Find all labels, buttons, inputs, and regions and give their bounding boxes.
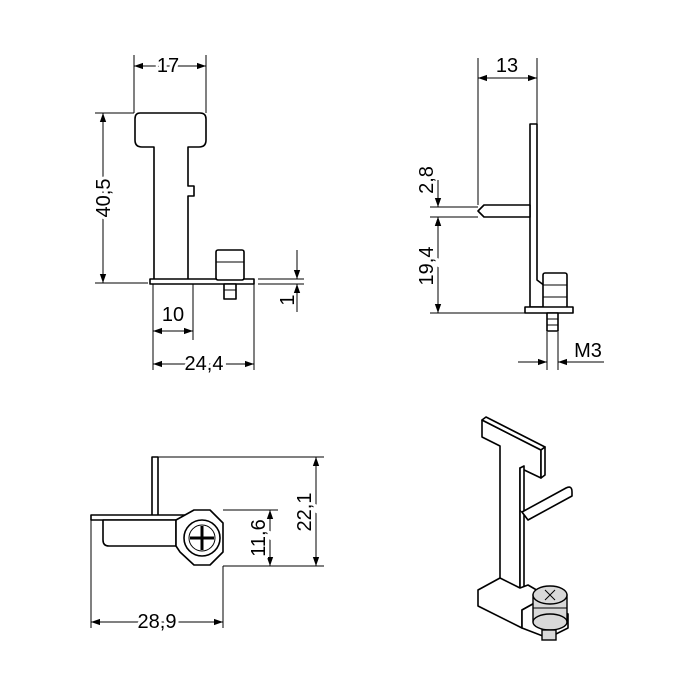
side-view: 13 2,8 19,4 M3: [413, 55, 604, 370]
dim-front-height: 40,5: [93, 179, 115, 218]
dim-front-base-thickness: 1: [277, 294, 299, 305]
dim-front-pin-offset: 10: [162, 304, 184, 326]
front-view-part: [134, 112, 255, 300]
dim-front-overall-width: 24,4: [185, 353, 224, 375]
dim-top-height-overall: 22,1: [294, 493, 316, 532]
top-view-dimensions: 22,1 11,6 28,9: [90, 456, 324, 636]
front-view: 17 40,5 1 10 24,4: [90, 52, 304, 378]
dim-side-thread: M3: [574, 340, 602, 362]
front-view-dimensions: 17 40,5 1 10 24,4: [90, 52, 304, 378]
side-view-dimensions: 13 2,8 19,4 M3: [413, 55, 604, 370]
dim-side-width-top: 13: [496, 55, 518, 77]
side-view-part: [477, 123, 574, 332]
dim-side-arm-height: 2,8: [416, 166, 438, 194]
dim-front-width-top: 17: [157, 55, 179, 77]
top-view: 22,1 11,6 28,9: [90, 456, 324, 636]
dim-top-width: 28,9: [138, 611, 177, 633]
isometric-view: [477, 416, 573, 641]
top-view-part: [90, 456, 224, 566]
dim-side-base-height: 19,4: [416, 247, 438, 286]
dim-top-height-screw: 11,6: [248, 519, 270, 556]
